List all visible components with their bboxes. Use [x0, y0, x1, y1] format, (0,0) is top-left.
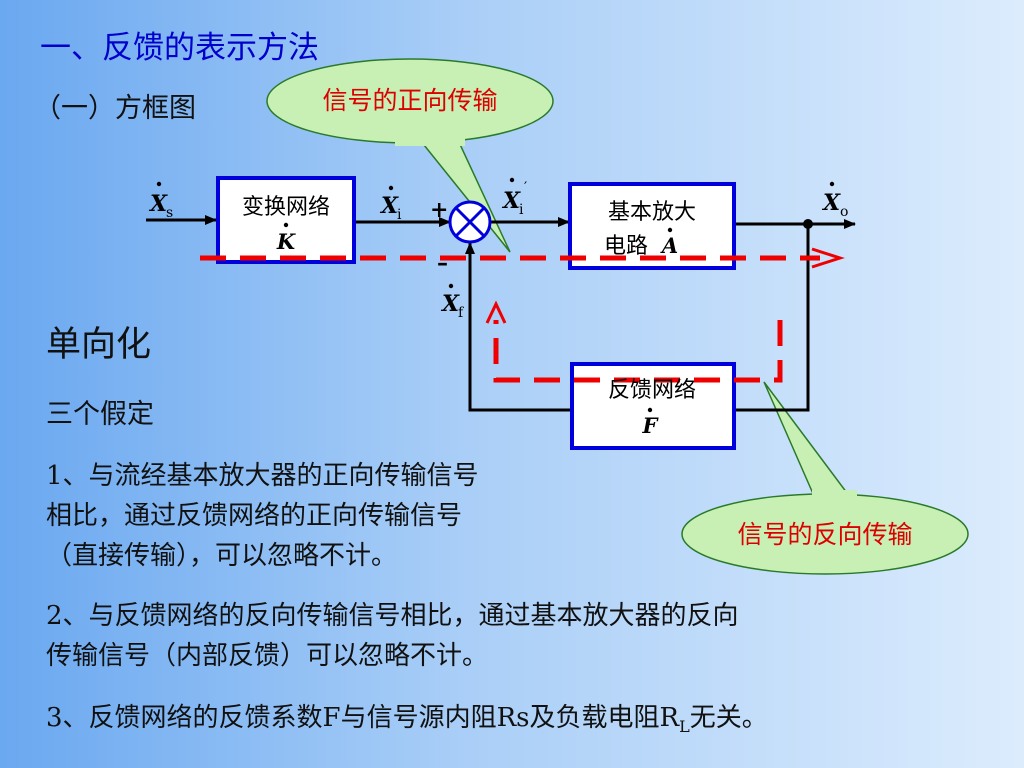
callout-forward-text: 信号的正向传输 — [322, 86, 497, 115]
point-1-line-1: 1、与流经基本放大器的正向传输信号 — [46, 461, 479, 491]
amplifier-label-line2: 电路 — [604, 234, 648, 259]
assumptions-label: 三个假定 — [46, 399, 154, 430]
point-1: 1、与流经基本放大器的正向传输信号 相比，通过反馈网络的正向传输信号 （直接传输… — [46, 456, 479, 576]
amplifier-label-line1: 基本放大 — [608, 200, 696, 225]
output-junction-dot — [803, 219, 813, 229]
point-3-subscript: L — [679, 717, 690, 737]
point-1-line-3: （直接传输），可以忽略不计。 — [46, 541, 398, 571]
transform-symbol-dot — [283, 222, 289, 228]
amplifier-symbol: A — [660, 233, 678, 258]
minus-sign: – — [437, 250, 448, 276]
reverse-path-dashed — [485, 300, 783, 383]
input-signal-sub: i — [397, 207, 402, 223]
section-heading: 单向化 — [46, 325, 152, 365]
feedback-network-symbol: F — [642, 413, 660, 438]
block-transform-network — [216, 176, 356, 264]
signal-label-feedback: X f — [440, 283, 465, 321]
feedback-symbol-dot — [647, 407, 653, 413]
signal-label-output: X o — [821, 181, 848, 220]
input-signal-symbol: X — [379, 193, 399, 219]
summing-node — [448, 200, 492, 244]
callout-reverse-transmission: 信号的反向传输 — [681, 381, 969, 575]
point-2-line-1: 2、与反馈网络的反向传输信号相比，通过基本放大器的反向 — [46, 601, 739, 631]
forward-path-dashed — [200, 247, 845, 269]
point-2-line-2: 传输信号（内部反馈）可以忽略不计。 — [46, 641, 489, 671]
point-3-tail: 无关。 — [689, 703, 768, 733]
feedback-network-label: 反馈网络 — [608, 378, 696, 403]
point-3-text: 3、反馈网络的反馈系数F与信号源内阻Rs及负载电阻R — [46, 703, 680, 733]
point-3: 3、反馈网络的反馈系数F与信号源内阻Rs及负载电阻RL无关。 — [46, 698, 768, 747]
output-signal-symbol: X — [821, 190, 841, 216]
net-input-signal-symbol: X — [501, 188, 521, 214]
callout-reverse-text: 信号的反向传输 — [737, 520, 912, 549]
transform-network-label: 变换网络 — [242, 195, 330, 220]
output-signal-sub: o — [840, 204, 848, 220]
callout-forward-transmission: 信号的正向传输 — [266, 58, 554, 253]
point-2: 2、与反馈网络的反向传输信号相比，通过基本放大器的反向 传输信号（内部反馈）可以… — [46, 596, 739, 676]
signal-lines — [146, 215, 856, 412]
source-signal-sub: s — [166, 205, 173, 221]
source-signal-symbol: X — [148, 191, 168, 217]
signal-label-source: X s — [148, 181, 173, 221]
feedback-signal-sub: f — [458, 305, 465, 321]
signal-label-net-input: X i ′ — [501, 177, 527, 218]
plus-sign: + — [430, 197, 448, 223]
point-1-line-2: 相比，通过反馈网络的正向传输信号 — [46, 501, 463, 531]
slide-title: 一、反馈的表示方法 — [40, 30, 319, 66]
signal-label-input: X i — [379, 185, 402, 223]
slide-subtitle: （一）方框图 — [34, 93, 196, 124]
amplifier-symbol-dot — [667, 227, 673, 233]
block-basic-amplifier — [568, 182, 736, 270]
feedback-signal-symbol: X — [440, 291, 460, 317]
transform-network-symbol: K — [276, 229, 296, 254]
net-input-signal-sub: i — [519, 202, 524, 218]
net-input-signal-prime: ′ — [524, 180, 527, 196]
